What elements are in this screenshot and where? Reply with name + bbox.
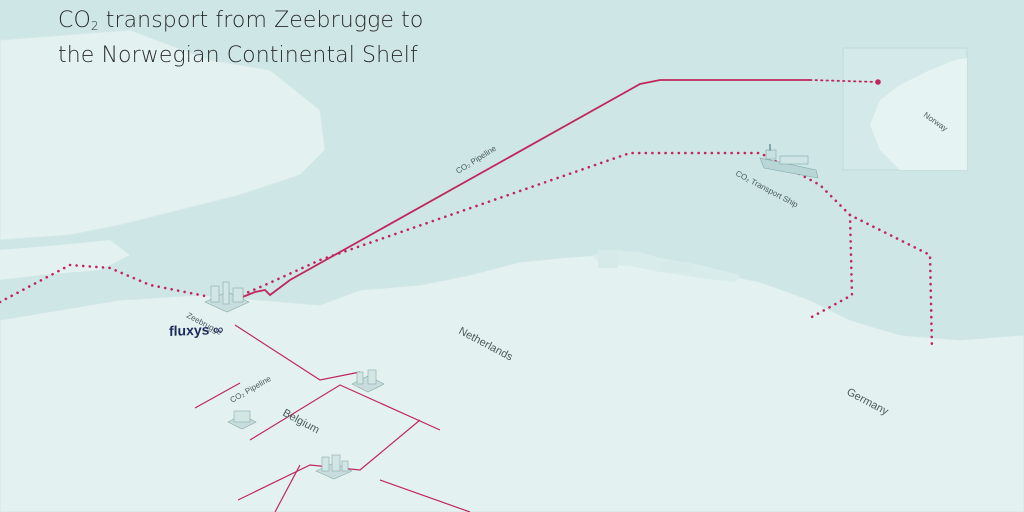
fluxys-logo: fluxys ∞: [169, 321, 223, 339]
norway-inset: Norway: [842, 47, 968, 171]
co2-ship-route: [228, 151, 934, 352]
co2-ship-branch: [808, 213, 854, 320]
land-norway: [870, 58, 967, 170]
page-title: CO2 transport from Zeebrugge to the Norw…: [58, 6, 423, 71]
west-dotted-route: [0, 263, 207, 304]
title-prefix: CO: [58, 8, 91, 33]
title-subscript: 2: [90, 19, 99, 33]
logo-mark-icon: ∞: [213, 321, 224, 338]
norway-endpoint: [875, 79, 881, 85]
factory-icon: [315, 454, 353, 480]
logo-text: fluxys: [169, 321, 210, 339]
co2-pipeline-offshore-tail: [809, 79, 879, 83]
title-line2: the Norwegian Continental Shelf: [58, 43, 418, 68]
factory-icon: [227, 410, 257, 430]
land-uk: [0, 29, 326, 241]
title-line1-suffix: transport from Zeebrugge to: [98, 8, 424, 33]
land-uk-south: [0, 240, 130, 280]
factory-icon: [204, 281, 250, 313]
factory-icon: [351, 369, 385, 393]
island-1: [598, 250, 618, 268]
island-2: [660, 262, 692, 272]
co2-pipeline-offshore: [234, 79, 810, 301]
ship-icon: [759, 144, 819, 179]
